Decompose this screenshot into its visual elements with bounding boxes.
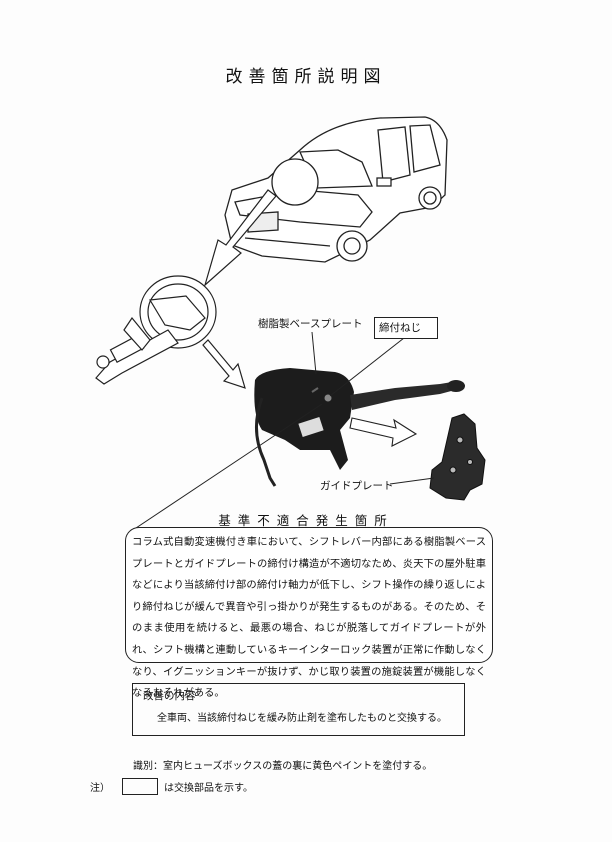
magnify-circle [271,158,319,206]
page-title: 改善箇所説明図 [225,67,387,87]
defect-description-box: コラム式自動変速機付き車において、シフトレバー内部にある樹脂製ベースプレートとガ… [125,527,493,699]
replacement-part-legend-box [122,778,158,795]
shift-lever-photo [254,368,465,487]
note-prefix: 注） [90,783,110,794]
resin-base-plate-label: 樹脂製ベースプレート [258,318,363,330]
identification-note: 識別：室内ヒューズボックスの蓋の裏に黄色ペイントを塗付する。 [133,761,433,772]
big-arrow [203,189,277,287]
fastening-screw-callout-box [374,317,438,339]
defect-heading: 基準不適合発生箇所 [218,513,394,528]
improvement-heading: 改善の内容 [143,690,196,702]
legend-note: 注） は交換部品を示す。 [90,778,253,795]
defect-description-text: コラム式自動変速機付き車において、シフトレバー内部にある樹脂製ベースプレートとガ… [132,536,486,700]
guide-plate-label: ガイドプレート [320,480,394,492]
car-illustration [224,116,448,263]
arrow-to-guide-plate [349,417,418,447]
note-suffix: は交換部品を示す。 [164,783,253,794]
improvement-box: 改善の内容 全車両、当該締付ねじを緩み防止剤を塗布したものと交換する。 [132,683,465,736]
fastening-screw-label: 締付ねじ [379,322,421,334]
arrow-to-lever [202,339,246,389]
improvement-text: 全車両、当該締付ねじを緩み防止剤を塗布したものと交換する。 [157,713,447,724]
steering-column-illustration [95,275,217,385]
guide-plate-photo [429,413,486,501]
